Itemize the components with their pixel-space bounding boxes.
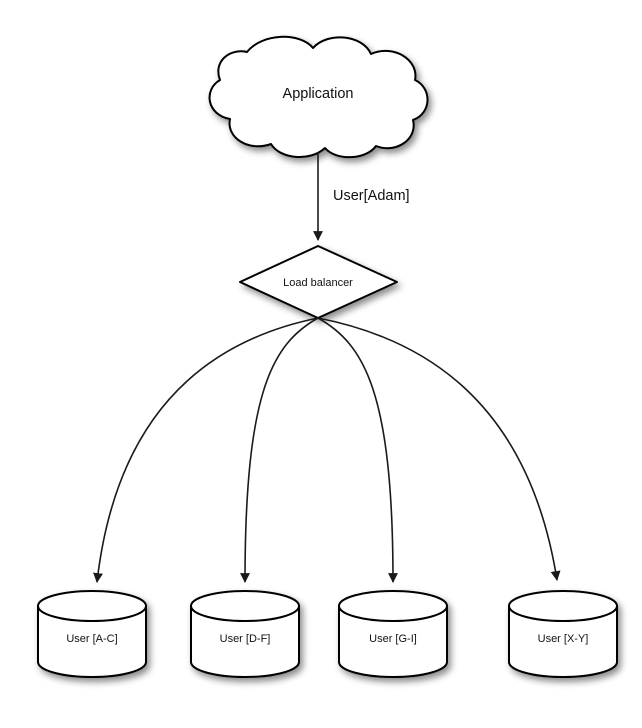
edge-balancer-to-db-1 (93, 317, 319, 583)
node-database-2[interactable]: User [D-F] (190, 590, 300, 678)
edge-balancer-to-db-2 (240, 317, 319, 583)
node-application[interactable]: Application (208, 35, 429, 159)
edge-line-db-3 (317, 317, 398, 583)
database-4-label: User [X-Y] (538, 633, 589, 645)
database-1-label: User [A-C] (66, 633, 117, 645)
edge-application-to-balancer: User[Adam] (313, 152, 410, 241)
database-2-label: User [D-F] (220, 633, 271, 645)
application-label: Application (283, 86, 354, 102)
node-database-3[interactable]: User [G-I] (338, 590, 448, 678)
edge-balancer-to-db-4 (317, 317, 561, 581)
edge-line-db-4 (317, 317, 561, 581)
node-database-4[interactable]: User [X-Y] (508, 590, 618, 678)
edge-balancer-to-db-3 (317, 317, 398, 583)
edge-label-user-adam: User[Adam] (333, 188, 410, 204)
node-load-balancer[interactable]: Load balancer (239, 245, 398, 319)
load-balancer-label: Load balancer (283, 277, 353, 289)
database-3-label: User [G-I] (369, 633, 417, 645)
edge-line-db-1 (93, 317, 319, 583)
node-database-1[interactable]: User [A-C] (37, 590, 147, 678)
edge-line-db-2 (240, 317, 319, 583)
